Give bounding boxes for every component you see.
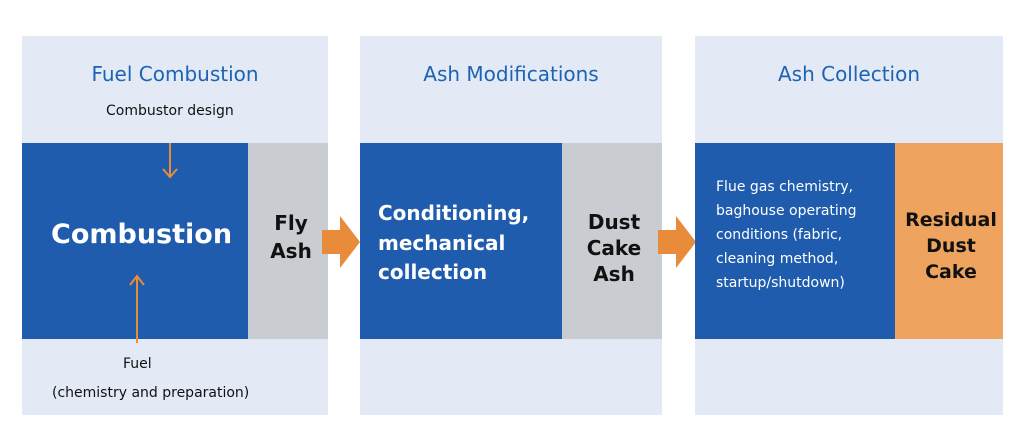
dust-cake-ash-line1: Dust	[587, 210, 641, 234]
fuel-subtitle-label: (chemistry and preparation)	[52, 385, 250, 401]
flow-arrow-icon	[658, 216, 696, 268]
conditioning-line1: Conditioning,	[378, 201, 530, 225]
fly-ash-line1: Fly	[274, 211, 308, 235]
flue-gas-line: startup/shutdown)	[716, 275, 845, 291]
residual-line3: Cake	[925, 261, 977, 283]
stage-title: Ash Collection	[777, 62, 921, 86]
stage-ash-collection: Ash Collection Flue gas chemistry, bagho…	[695, 36, 1003, 415]
process-band: Conditioning, mechanical collection Dust…	[360, 143, 662, 339]
stage-ash-modifications: Ash Modifications Conditioning, mechanic…	[360, 36, 662, 415]
flue-gas-box: Flue gas chemistry, baghouse operating c…	[695, 143, 895, 339]
fly-ash-line2: Ash	[270, 239, 312, 263]
arrow-down-icon	[162, 143, 178, 179]
flue-gas-line: baghouse operating	[716, 203, 857, 219]
stage-title: Ash Modifications	[423, 62, 599, 86]
process-band: Combustion Fly Ash	[22, 143, 328, 343]
stage-fuel-combustion: Fuel Combustion Combustor design Combust…	[22, 36, 328, 415]
dust-cake-ash-line3: Ash	[593, 262, 635, 286]
residual-line1: Residual	[905, 209, 997, 231]
residual-dust-cake-box: Residual Dust Cake	[895, 143, 1003, 339]
flow-arrow-icon	[322, 216, 360, 268]
conditioning-line2: mechanical	[378, 231, 506, 255]
dust-cake-ash-line2: Cake	[586, 236, 642, 260]
stage-title: Fuel Combustion	[91, 62, 259, 86]
dust-cake-ash-box: Dust Cake Ash	[562, 143, 662, 339]
flue-gas-line: cleaning method,	[716, 251, 839, 267]
process-band: Flue gas chemistry, baghouse operating c…	[695, 143, 1003, 339]
combustor-design-label: Combustor design	[106, 103, 234, 119]
combustion-label: Combustion	[51, 219, 233, 250]
fly-ash-box: Fly Ash	[248, 143, 328, 339]
conditioning-line3: collection	[378, 260, 488, 284]
flue-gas-line: Flue gas chemistry,	[716, 179, 854, 195]
combustion-box: Combustion	[22, 143, 248, 343]
arrow-up-icon	[129, 274, 145, 343]
residual-line2: Dust	[926, 235, 976, 257]
flue-gas-line: conditions (fabric,	[716, 227, 843, 243]
conditioning-box: Conditioning, mechanical collection	[360, 143, 562, 339]
fuel-label: Fuel	[123, 356, 152, 372]
